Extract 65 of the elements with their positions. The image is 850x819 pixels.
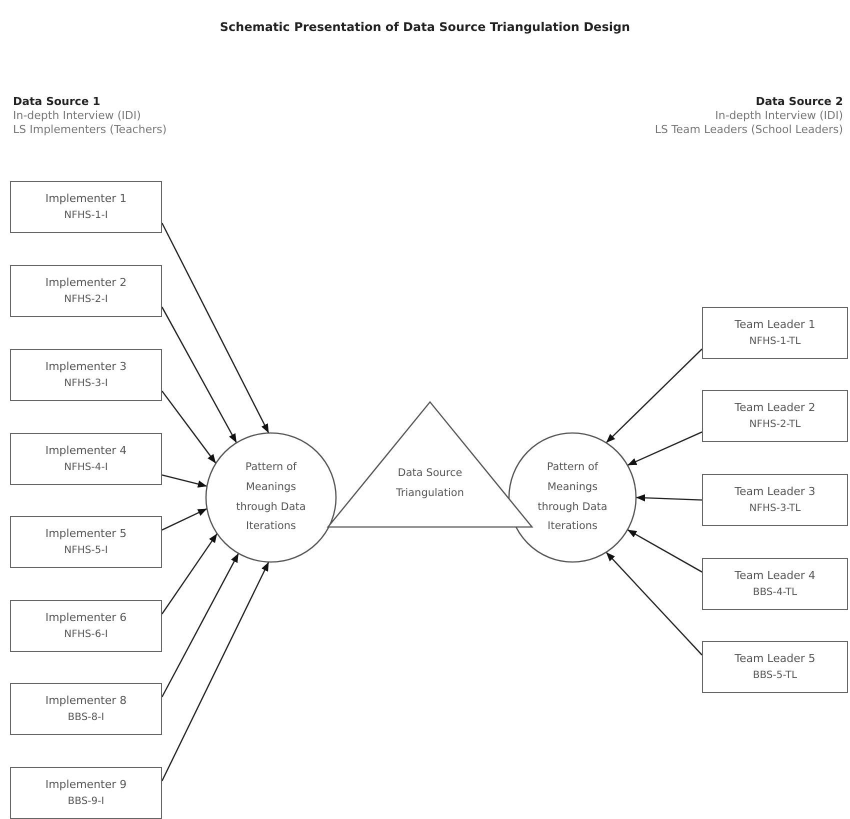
person-box — [702, 307, 848, 359]
person-box — [10, 683, 162, 735]
participant-name: Team Leader 2 — [734, 400, 816, 416]
arrow — [636, 494, 702, 502]
arrow — [606, 348, 702, 444]
arrow — [161, 553, 240, 698]
arrow — [162, 508, 208, 531]
participant-code: NFHS-4-I — [64, 460, 108, 475]
arrow — [161, 222, 270, 434]
arrow — [627, 431, 702, 466]
participant-code: BBS-9-I — [68, 794, 104, 809]
participant-name: Implementer 2 — [45, 275, 127, 292]
person-box — [10, 181, 162, 233]
pattern-ellipse — [509, 433, 636, 562]
participant-name: Implementer 4 — [45, 443, 127, 460]
source-description: LS Implementers (Teachers) — [13, 123, 167, 137]
participant-name: Implementer 9 — [45, 777, 127, 794]
participant-code: NFHS-2-I — [64, 292, 108, 307]
person-box — [10, 265, 162, 317]
participant-name: Team Leader 1 — [734, 317, 816, 334]
participant-name: Implementer 6 — [45, 610, 127, 626]
node-label: Pattern of Meanings through Data Iterations — [536, 460, 608, 534]
participant-code: NFHS-5-I — [64, 544, 108, 558]
source-heading: Data Source 2 — [756, 95, 843, 109]
source-description: LS Team Leaders (School Leaders) — [654, 123, 843, 137]
participant-name: Implementer 8 — [45, 693, 127, 710]
participant-code: NFHS-1-TL — [749, 334, 801, 349]
person-box — [10, 516, 162, 568]
person-box — [702, 558, 848, 610]
node-label: Pattern of Meanings through Data Iterations — [235, 460, 307, 534]
node-label: Data Source Triangulation — [395, 466, 465, 501]
participant-code: NFHS-1-I — [64, 208, 108, 223]
arrow — [162, 474, 208, 488]
participant-code: BBS-4-TL — [752, 586, 798, 600]
participant-code: BBS-5-TL — [752, 668, 798, 683]
participant-code: NFHS-3-I — [64, 376, 108, 391]
person-box — [10, 600, 162, 652]
person-box — [702, 474, 848, 526]
diagram-title: Schematic Presentation of Data Source Triangulation Design — [218, 20, 632, 34]
source-description: In-depth Interview (IDI) — [13, 109, 141, 123]
source-description: In-depth Interview (IDI) — [715, 109, 843, 123]
participant-name: Implementer 1 — [45, 191, 127, 208]
arrow — [627, 529, 702, 573]
arrow — [161, 390, 216, 464]
participant-code: BBS-8-I — [68, 710, 104, 725]
participant-name: Implementer 5 — [45, 526, 127, 542]
participant-code: NFHS-2-TL — [749, 418, 801, 432]
arrow — [161, 562, 270, 782]
participant-name: Team Leader 5 — [734, 651, 816, 668]
person-box — [702, 641, 848, 693]
person-box — [10, 767, 162, 819]
participant-code: NFHS-3-TL — [749, 502, 801, 516]
participant-name: Team Leader 3 — [734, 484, 816, 500]
arrow — [161, 533, 218, 614]
person-box — [10, 349, 162, 401]
arrow — [161, 306, 238, 444]
pattern-ellipse — [206, 433, 336, 562]
participant-name: Implementer 3 — [45, 359, 127, 376]
person-box — [702, 390, 848, 442]
arrow — [606, 552, 702, 656]
participant-name: Team Leader 4 — [734, 568, 816, 584]
person-box — [10, 433, 162, 485]
source-heading: Data Source 1 — [13, 95, 100, 109]
triangulation-triangle — [328, 402, 532, 527]
participant-code: NFHS-6-I — [64, 628, 108, 642]
